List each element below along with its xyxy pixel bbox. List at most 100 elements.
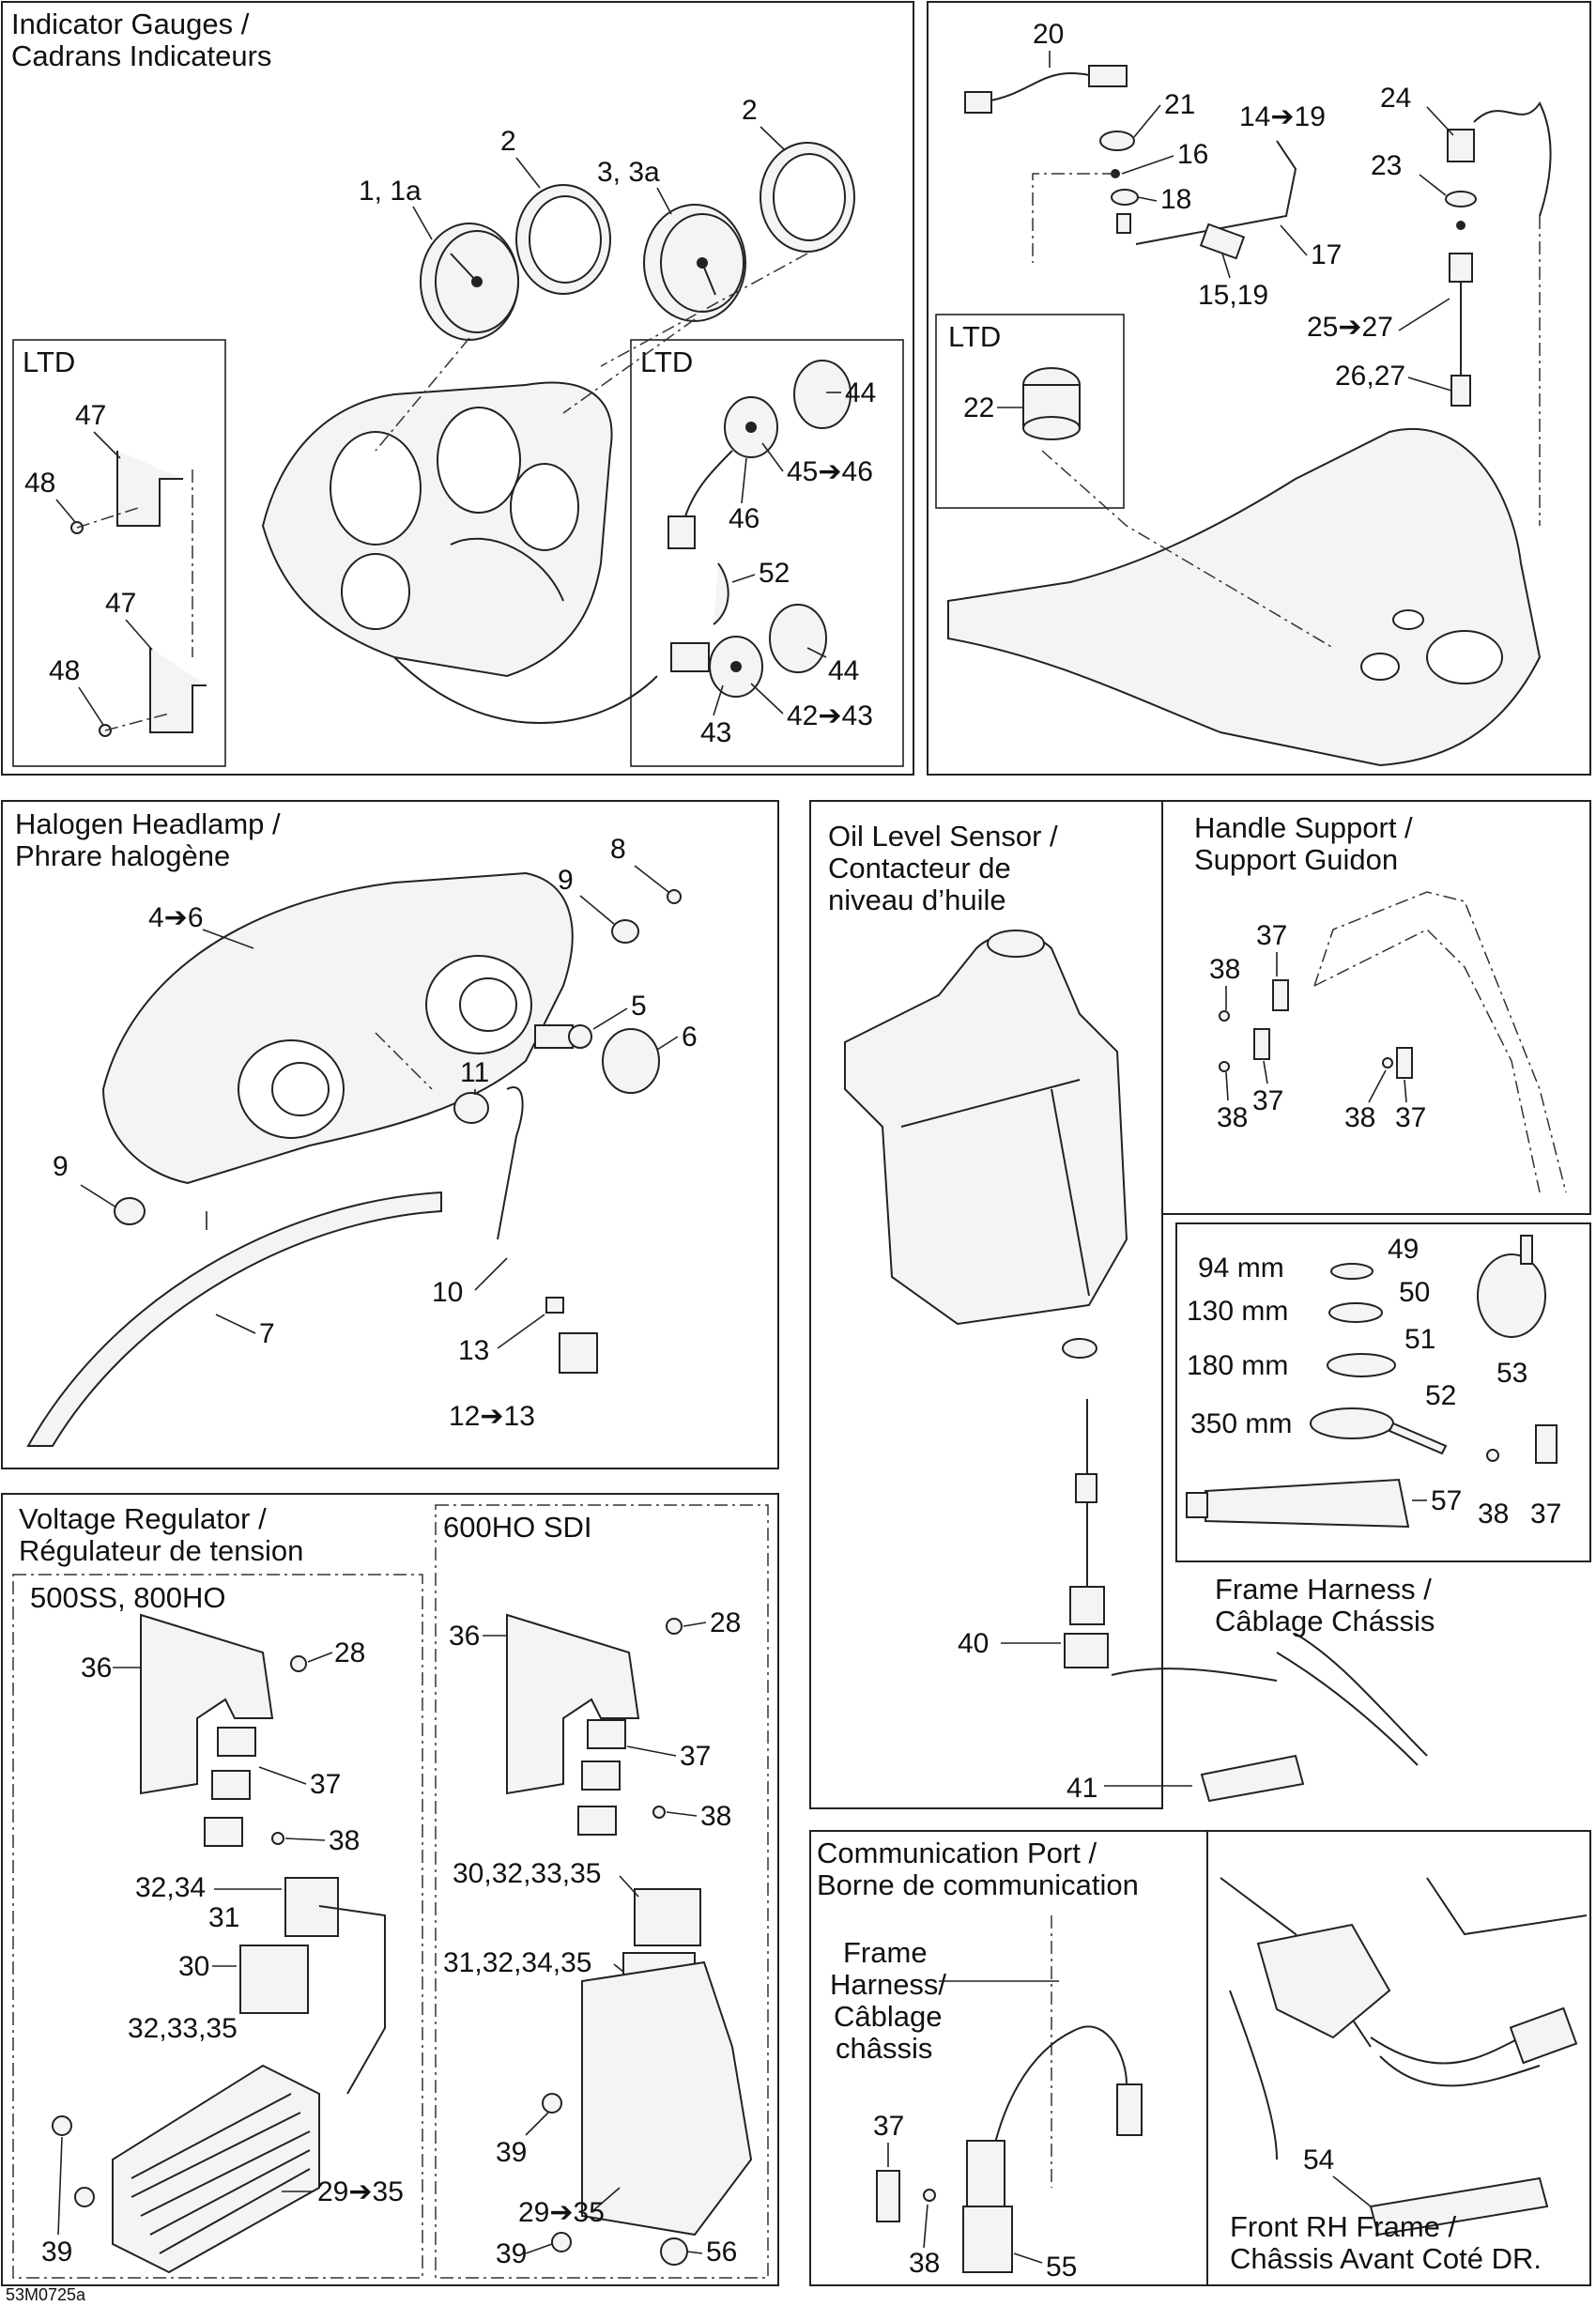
panel-ignition <box>927 1 1591 776</box>
label-ltd-right: LTD <box>640 346 693 378</box>
callout-24: 24 <box>1380 83 1411 114</box>
callout-48a: 48 <box>24 468 55 499</box>
ltd-gauge-lower <box>670 562 827 698</box>
regulator-heatsink <box>52 2064 320 2274</box>
ignition-harness <box>964 65 1128 114</box>
callout-31-32-34-35: 31,32,34,35 <box>443 1947 591 1978</box>
headlamp-connector <box>545 1297 598 1374</box>
regulator-bracket-left <box>140 1613 307 1847</box>
title-indicator-gauges-2: Cadrans Indicateurs <box>11 39 271 72</box>
title-front-rh-frame-1: Front RH Frame / <box>1230 2210 1457 2243</box>
headlamp-housing <box>101 871 574 1185</box>
callout-41: 41 <box>1067 1773 1097 1804</box>
callout-38f: 38 <box>700 1801 731 1832</box>
callout-9a: 9 <box>558 865 574 896</box>
frame-harness <box>1200 1633 1428 1803</box>
title-oil-level-3: niveau d’huile <box>828 884 1006 916</box>
callout-3-3a: 3, 3a <box>597 157 660 188</box>
label-500ss-800ho: 500SS, 800HO <box>30 1581 226 1614</box>
label-350mm: 350 mm <box>1190 1408 1292 1439</box>
callout-39a: 39 <box>41 2237 72 2268</box>
callout-38b: 38 <box>1217 1102 1248 1133</box>
callout-17: 17 <box>1311 239 1342 270</box>
callout-38d: 38 <box>1478 1499 1509 1530</box>
callout-50: 50 <box>1399 1277 1430 1308</box>
label-180mm: 180 mm <box>1187 1350 1288 1381</box>
choke-cable <box>1135 140 1297 260</box>
label-ltd-ignition: LTD <box>948 320 1001 353</box>
callout-47a: 47 <box>75 400 106 431</box>
title-front-rh-frame-2: Châssis Avant Coté DR. <box>1230 2242 1542 2275</box>
subpanel-600ho <box>435 1504 769 2279</box>
callout-15-19: 15,19 <box>1198 280 1268 311</box>
callout-45-46: 45➔46 <box>787 456 873 487</box>
callout-39c: 39 <box>496 2238 527 2269</box>
regulator-connectors-left <box>239 1877 386 2095</box>
label-94mm: 94 mm <box>1198 1253 1284 1284</box>
regulator-connectors-right <box>542 1888 753 2266</box>
callout-37b: 37 <box>1252 1085 1283 1116</box>
headlamp-grommet <box>453 1086 524 1240</box>
callout-23: 23 <box>1371 150 1402 181</box>
handle-support-clips <box>1219 979 1413 1079</box>
title-oil-level-2: Contacteur de <box>828 852 1011 884</box>
callout-18: 18 <box>1160 184 1191 215</box>
callout-11: 11 <box>460 1057 489 1088</box>
subpanel-ltd-ignition <box>935 314 1125 509</box>
callout-12-13: 12➔13 <box>449 1401 535 1432</box>
callout-44b: 44 <box>828 655 859 686</box>
comm-port-clip <box>876 2170 936 2222</box>
callout-7: 7 <box>259 1318 275 1349</box>
panel-front-rh-frame <box>1206 1830 1591 2286</box>
front-rh-frame-drawing <box>1220 1877 1588 2237</box>
callout-14-19: 14➔19 <box>1239 101 1326 132</box>
panel-tie-wraps <box>1175 1222 1591 1562</box>
ltd-12v-outlet <box>1022 367 1081 440</box>
title-frame-harness-1: Frame Harness / <box>1215 1573 1432 1606</box>
title-handle-support-1: Handle Support / <box>1194 811 1413 844</box>
callout-56: 56 <box>706 2237 737 2268</box>
clamp-53 <box>1477 1235 1546 1338</box>
callout-37a: 37 <box>1256 920 1287 951</box>
bulb-retainer <box>602 1028 660 1094</box>
callout-2a: 2 <box>500 126 516 157</box>
label-frame-harness-1: Frame <box>843 1936 928 1969</box>
footer-code: 53M0725a <box>6 2285 86 2304</box>
callout-52a: 52 <box>759 558 790 589</box>
clip-37d <box>1486 1424 1558 1464</box>
label-frame-harness-4: châssis <box>836 2032 932 2065</box>
callout-51: 51 <box>1404 1324 1435 1355</box>
callout-40: 40 <box>958 1628 989 1659</box>
callout-37e: 37 <box>310 1769 341 1800</box>
callout-49: 49 <box>1388 1234 1419 1265</box>
callout-32-34: 32,34 <box>135 1872 206 1903</box>
panel-oil-level <box>809 800 1163 1809</box>
ltd-gauge-upper <box>668 360 852 549</box>
callout-37g: 37 <box>873 2111 904 2142</box>
speedometer-gauge <box>420 223 519 341</box>
title-comm-port-1: Communication Port / <box>817 1837 1097 1869</box>
handle-support-frame <box>1313 891 1567 1193</box>
callout-30: 30 <box>178 1951 209 1982</box>
callout-38c: 38 <box>1344 1102 1375 1133</box>
subpanel-ltd-right <box>630 339 904 767</box>
callout-8: 8 <box>610 834 626 865</box>
callout-30-32-33-35: 30,32,33,35 <box>453 1858 601 1889</box>
callout-6: 6 <box>682 1022 698 1053</box>
callout-38a: 38 <box>1209 954 1240 985</box>
panel-headlamp <box>1 800 779 1469</box>
callout-46: 46 <box>729 503 760 534</box>
callout-52b: 52 <box>1425 1380 1456 1411</box>
callout-21: 21 <box>1164 89 1195 120</box>
ignition-cap <box>1099 131 1139 234</box>
callout-57: 57 <box>1431 1485 1462 1516</box>
gauge-bezel-right <box>760 142 855 253</box>
tachometer-gauge <box>643 204 746 322</box>
dielectric-grease-tube <box>1186 1478 1410 1529</box>
callout-42-43: 42➔43 <box>787 700 873 731</box>
panel-indicator-gauges <box>1 1 914 776</box>
label-frame-harness-3: Câblage <box>834 2000 942 2033</box>
callout-48b: 48 <box>49 655 80 686</box>
oil-level-sensor <box>1062 1338 1278 1682</box>
comm-port-harness <box>966 1915 1143 2207</box>
